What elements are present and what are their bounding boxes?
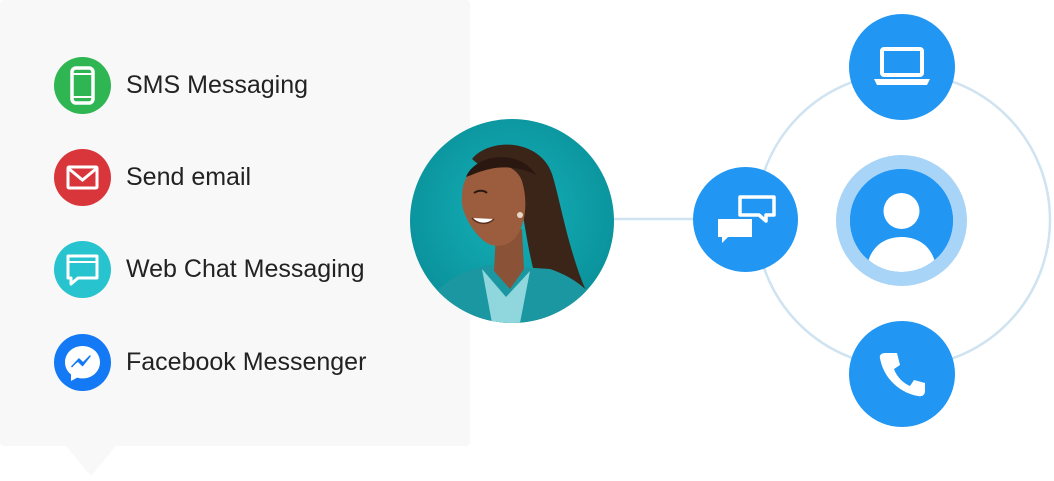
channel-label: SMS Messaging <box>126 70 309 99</box>
user-profile-node <box>850 169 953 272</box>
channel-label: Web Chat Messaging <box>126 254 365 283</box>
channel-label: Facebook Messenger <box>126 347 367 376</box>
laptop-icon <box>874 47 930 85</box>
panel-pointer <box>66 446 116 476</box>
agent-avatar <box>410 119 614 323</box>
channel-sms[interactable]: SMS Messaging <box>54 56 308 114</box>
channel-web-chat[interactable]: Web Chat Messaging <box>54 240 365 298</box>
channel-facebook-messenger[interactable]: Facebook Messenger <box>54 333 366 391</box>
mobile-phone-icon <box>54 56 111 114</box>
phone-icon <box>879 353 925 397</box>
chat-bubbles-icon <box>717 194 776 243</box>
channel-email[interactable]: Send email <box>54 148 251 206</box>
envelope-icon <box>54 148 111 206</box>
user-profile-halo[interactable] <box>836 155 967 286</box>
channel-label: Send email <box>126 162 252 191</box>
messenger-icon <box>54 333 111 391</box>
phone-node[interactable] <box>849 321 955 427</box>
chat-window-icon <box>54 240 111 298</box>
chat-node[interactable] <box>693 167 798 272</box>
user-profile-icon <box>850 169 953 272</box>
laptop-node[interactable] <box>849 14 955 120</box>
